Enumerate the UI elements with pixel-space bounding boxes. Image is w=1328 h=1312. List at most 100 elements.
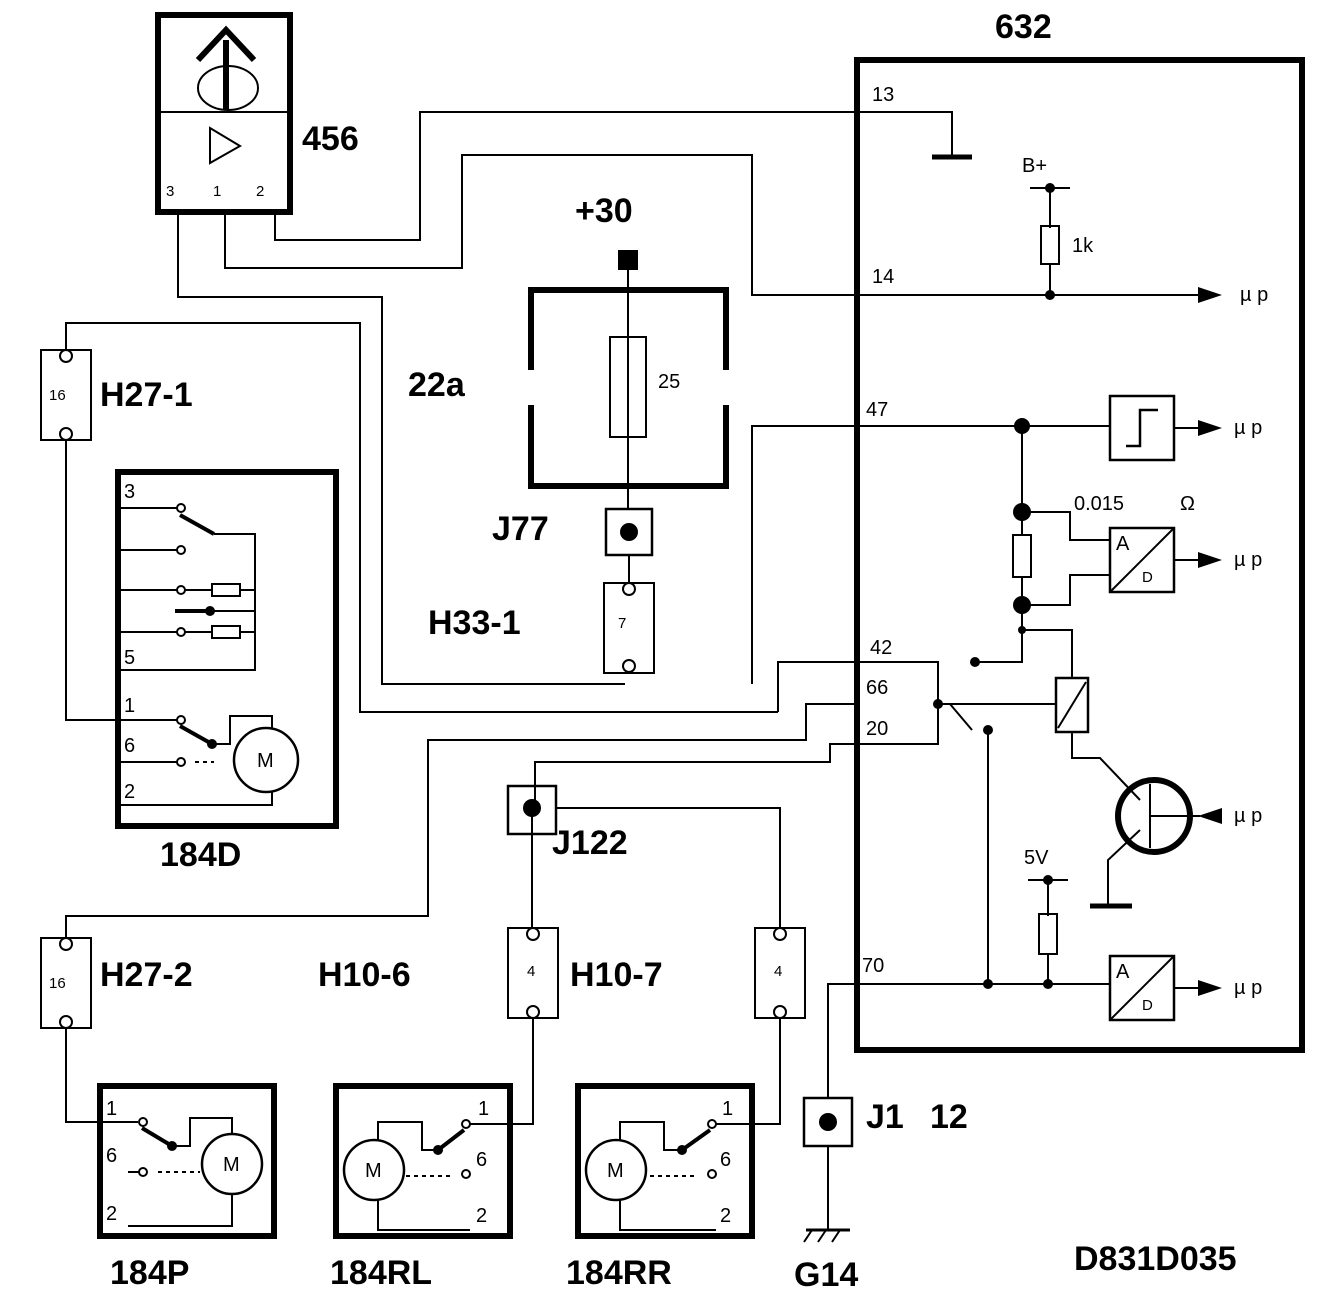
ohm-label: Ω	[1180, 493, 1195, 515]
h27-1-label: H27-1	[100, 376, 193, 414]
wire-ecu70-j1	[827, 983, 852, 1098]
j122-label: J122	[552, 824, 628, 862]
j1-pin: 12	[930, 1098, 968, 1136]
motor-184rl: 1 6 2 M 184RL	[330, 1083, 513, 1292]
svg-text:1: 1	[478, 1098, 489, 1120]
connector-h10-7: 4 H10-7	[570, 927, 806, 1019]
fuse-box-22a: +30 25 22a J77 7 H33-1	[408, 192, 729, 674]
ecu-pin-42: 42	[870, 637, 892, 659]
h10-7-label: H10-7	[570, 956, 663, 994]
ground-g14: G14	[794, 1228, 858, 1294]
connector-h27-2: 16 H27-2	[40, 937, 193, 1029]
svg-text:2: 2	[720, 1205, 731, 1227]
h10-7-pin: 4	[774, 963, 782, 980]
b-plus-label: B+	[1022, 155, 1047, 177]
g14-label: G14	[794, 1256, 858, 1294]
motor-184p: 1 6 2 M 184P	[97, 1083, 277, 1292]
sensor-pin-3: 3	[166, 183, 174, 200]
ecu-pin-14: 14	[872, 266, 894, 288]
h10-6-label: H10-6	[318, 956, 411, 994]
ecu-pin-70: 70	[862, 955, 884, 977]
output-arrow-icon	[1198, 287, 1222, 303]
svg-text:1: 1	[722, 1098, 733, 1120]
ad2-a: A	[1116, 961, 1130, 983]
ecu-632: 632 13 14 47 42 66 20 70 B+ 1k µ p µ p	[534, 8, 1305, 1053]
motor-184p-label: 184P	[110, 1254, 189, 1292]
five-v-label: 5V	[1024, 847, 1049, 869]
wire-h27-1-184d	[65, 440, 178, 721]
motor-184d-m: M	[257, 750, 274, 772]
svg-text:6: 6	[106, 1145, 117, 1167]
amplifier-icon	[209, 126, 242, 165]
svg-text:6: 6	[124, 735, 135, 757]
svg-text:M: M	[365, 1160, 382, 1182]
motor-184rr: 1 6 2 M 184RR	[566, 1083, 755, 1292]
mu-p-label-ad2: µ p	[1234, 977, 1262, 999]
drawing-code: D831D035	[1074, 1240, 1237, 1278]
fuse-25	[609, 336, 647, 438]
ecu-pin-13: 13	[872, 84, 894, 106]
h33-label: H33-1	[428, 604, 521, 642]
svg-text:1: 1	[124, 695, 135, 717]
j77-label: J77	[492, 510, 549, 548]
resistor-5v	[1038, 913, 1058, 955]
h33-pin: 7	[618, 615, 626, 632]
svg-text:2: 2	[476, 1205, 487, 1227]
wire-h27-2-184p	[65, 1028, 138, 1123]
mu-p-label-transistor: µ p	[1234, 805, 1262, 827]
ad1-a: A	[1116, 533, 1130, 555]
resistor-1k	[1040, 225, 1060, 265]
schmitt-trigger	[1108, 394, 1176, 462]
junction-j1: J1 12	[802, 1096, 968, 1148]
svg-text:5: 5	[124, 647, 135, 669]
fuse-box-label: 22a	[408, 366, 466, 404]
motor-184d-label: 184D	[160, 836, 241, 874]
ecu-pin-66: 66	[866, 677, 888, 699]
step-icon	[1126, 408, 1158, 448]
shunt-resistor	[1012, 534, 1032, 578]
ad2-d: D	[1142, 997, 1153, 1014]
sensor-pin-1: 1	[213, 183, 221, 200]
motor-184d: 3 5 1 6 2 M 184D	[115, 469, 339, 874]
connector-h27-1: 16 H27-1	[40, 349, 193, 441]
mu-p-label-47: µ p	[1234, 417, 1262, 439]
fuse-rating: 25	[658, 371, 680, 393]
wire-h10-7-184rr	[716, 1018, 781, 1125]
sensor-pin-2: 2	[256, 183, 264, 200]
h27-2-label: H27-2	[100, 956, 193, 994]
ecu-pin-47: 47	[866, 399, 888, 421]
mu-p-label-ad1: µ p	[1234, 549, 1262, 571]
ecu-label: 632	[995, 8, 1052, 46]
svg-text:6: 6	[720, 1149, 731, 1171]
wire-sensor-pin3	[177, 212, 625, 685]
wire-sensor-pin1-ecu14	[224, 154, 857, 296]
svg-text:2: 2	[106, 1203, 117, 1225]
sensor-label: 456	[302, 120, 359, 158]
svg-text:6: 6	[476, 1149, 487, 1171]
connector-h10-6: 4 H10-6	[318, 927, 559, 1019]
svg-text:M: M	[607, 1160, 624, 1182]
resistor-1k-label: 1k	[1072, 235, 1094, 257]
svg-text:3: 3	[124, 481, 135, 503]
wire-sensor-pin2-ecu13	[274, 111, 857, 241]
wire-h10-6-184rl	[470, 1018, 534, 1125]
svg-text:1: 1	[106, 1098, 117, 1120]
svg-text:2: 2	[124, 781, 135, 803]
wire-h27-2-ecu	[65, 703, 857, 938]
junction-j122: J122	[506, 784, 628, 862]
svg-text:M: M	[223, 1154, 240, 1176]
ad1-d: D	[1142, 569, 1153, 586]
h10-6-pin: 4	[527, 963, 535, 980]
h27-2-pin: 16	[49, 975, 66, 992]
h27-1-pin: 16	[49, 387, 66, 404]
supply-label: +30	[575, 192, 633, 230]
mu-p-label-14: µ p	[1240, 284, 1268, 306]
sensor-456: 3 1 2 456	[155, 12, 359, 215]
shunt-value: 0.015	[1074, 493, 1124, 515]
motor-184rl-label: 184RL	[330, 1254, 432, 1292]
wire-h27-1-top	[65, 322, 778, 713]
wire-j122-h10-7	[556, 807, 781, 928]
ecu-pin-20: 20	[866, 718, 888, 740]
j1-label: J1	[866, 1098, 904, 1136]
